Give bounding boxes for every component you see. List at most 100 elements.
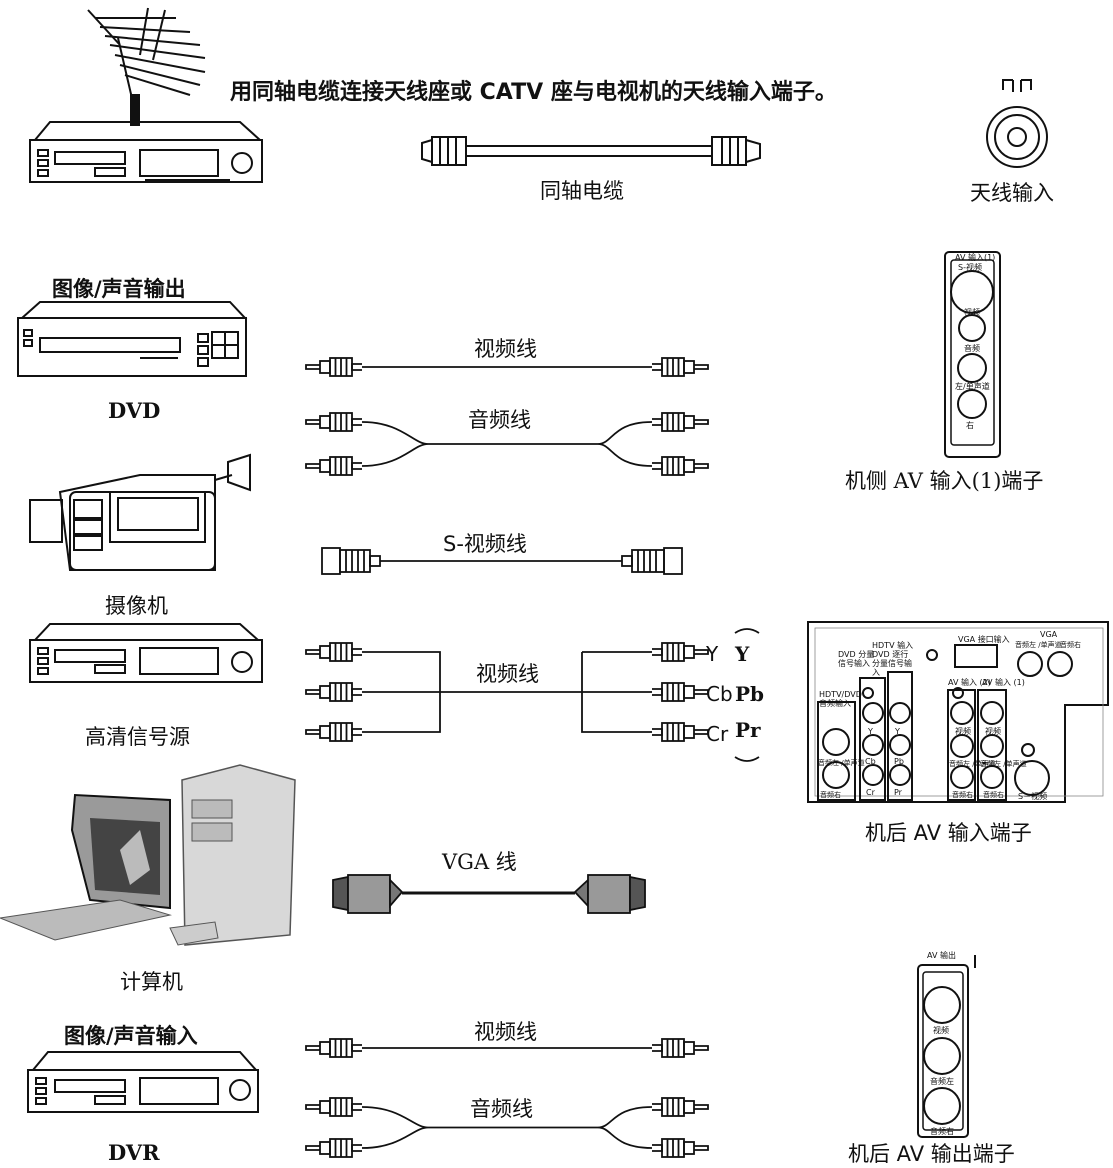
rca-plug-pin xyxy=(305,729,320,735)
rca-plug-pin xyxy=(694,1104,709,1110)
svideo-plug-left-neck xyxy=(369,555,381,567)
rca-plug-neck xyxy=(652,648,663,656)
rca-plug-shell xyxy=(683,360,695,374)
vcr-top-icon xyxy=(29,121,263,183)
rca-plug-pin xyxy=(694,1145,709,1151)
side-panel-video: 视频 xyxy=(964,308,980,317)
rca-plug-shell xyxy=(319,645,331,659)
rear-y-label-1: Y xyxy=(868,727,873,736)
rear-hdtv-dvd-audio-label: HDTV/DVD 音频输入 xyxy=(819,690,862,708)
rear-video-2-label: 视频 xyxy=(955,727,971,736)
rear-av-in-2-label: AV 输入 (2) xyxy=(948,678,991,687)
cable-s-video-label: S-视频线 xyxy=(443,532,527,556)
component-right-pb: Pb xyxy=(735,682,765,706)
side-panel-audio: 音频 xyxy=(964,344,980,353)
component-right-pr: Pr xyxy=(735,718,761,742)
rear-hdtv-input-label: HDTV 输入 xyxy=(872,641,914,650)
rca-plug-shell xyxy=(683,1100,695,1114)
vga-plug-left-body xyxy=(347,874,391,914)
audio-cable-1-left xyxy=(361,421,429,467)
rear-av-in-1-label: AV 输入 (1) xyxy=(982,678,1025,687)
rca-plug-pin xyxy=(305,1045,320,1051)
rca-plug-pin xyxy=(305,689,320,695)
rca-plug-neck xyxy=(652,1103,663,1111)
rca-plug-neck xyxy=(351,418,362,426)
pr-arc-bottom xyxy=(734,756,760,762)
rca-plug-shell xyxy=(683,415,695,429)
rear-pr-label: Pr xyxy=(894,788,902,797)
rca-plug-pin xyxy=(305,1104,320,1110)
rear-video-1-label: 视频 xyxy=(985,727,1001,736)
cable-video-2-label: 视频线 xyxy=(474,1020,537,1044)
svideo-plug-right-body xyxy=(631,549,665,573)
computer-label: 计算机 xyxy=(120,970,183,994)
antenna-input-label: 天线输入 xyxy=(970,181,1054,205)
antenna-icon xyxy=(87,7,206,126)
rca-plug-neck xyxy=(351,1144,362,1152)
rca-plug-neck xyxy=(652,418,663,426)
camcorder-icon xyxy=(29,453,251,571)
dvd-player-icon xyxy=(17,301,248,377)
vga-plug-right-tail xyxy=(573,877,589,909)
rear-dvd-progressive-label: DVD 逐行分量信号输入 xyxy=(872,650,912,677)
rca-plug-shell xyxy=(319,1041,331,1055)
rca-plug-neck xyxy=(351,688,362,696)
side-panel-title: 机侧 AV 输入(1)端子 xyxy=(845,469,1044,493)
audio-cable-2-left xyxy=(361,1106,429,1149)
rear-av-input-panel xyxy=(807,621,1109,803)
component-left-cr: Cr xyxy=(706,722,729,746)
rca-plug-neck xyxy=(652,363,663,371)
rca-plug-neck xyxy=(351,728,362,736)
computer-icon xyxy=(0,764,296,946)
rear-dvd-component-label: DVD 分量信号输入 xyxy=(838,650,875,668)
component-left-y: Y xyxy=(706,642,719,666)
antenna-input-icon xyxy=(986,79,1048,168)
side-panel-right: 右 xyxy=(966,421,974,430)
rca-plug-neck xyxy=(351,1103,362,1111)
rca-plug-neck xyxy=(652,462,663,470)
cable-audio-1-label: 音频线 xyxy=(468,408,531,432)
audio-cable-2-right xyxy=(597,1106,653,1149)
rear-audio-left-1: 音频左 /单声道 xyxy=(818,759,865,767)
rca-plug-shell xyxy=(683,1141,695,1155)
component-cable xyxy=(362,651,652,733)
rca-plug-neck xyxy=(652,728,663,736)
rca-plug-neck xyxy=(652,1044,663,1052)
rear-audio-right-1: 音频右 xyxy=(820,791,841,799)
rear-vga-audio-right: 音频右 xyxy=(1060,641,1081,649)
rear-vga-audio-left: 音频左 /单声道 xyxy=(1015,641,1062,649)
rca-plug-pin xyxy=(694,364,709,370)
hd-source-icon xyxy=(29,623,263,683)
rca-plug-neck xyxy=(351,363,362,371)
rca-plug-shell xyxy=(319,1100,331,1114)
cable-component-label: 视频线 xyxy=(476,662,539,686)
y-arc-top xyxy=(734,628,760,634)
svideo-plug-left-body xyxy=(339,549,371,573)
rca-plug-shell xyxy=(319,415,331,429)
vga-plug-right-body xyxy=(587,874,631,914)
camcorder-label: 摄像机 xyxy=(105,594,168,618)
dvd-label: DVD xyxy=(108,398,161,423)
rear-audio-left-2: 音频左 /单声道 xyxy=(949,760,996,768)
rca-plug-pin xyxy=(694,649,709,655)
rca-plug-neck xyxy=(652,688,663,696)
rca-plug-shell xyxy=(683,645,695,659)
rca-plug-neck xyxy=(652,1144,663,1152)
svideo-plug-right-neck xyxy=(621,555,633,567)
rca-plug-pin xyxy=(694,463,709,469)
av-output-heading: 图像/声音输出 xyxy=(52,277,186,301)
coax-cable-icon xyxy=(421,136,761,166)
rear-cr-label: Cr xyxy=(866,788,875,797)
rear-audio-right-3: 音频右 xyxy=(983,791,1004,799)
rear-cb-label: Cb xyxy=(865,757,876,766)
dvr-label: DVR xyxy=(108,1140,160,1165)
rear-vga-label: VGA xyxy=(1040,630,1058,639)
rear-audio-right-2: 音频右 xyxy=(952,791,973,799)
rear-vga-port-label: VGA 接口输入 xyxy=(958,635,1010,644)
output-panel-audio-right: 音频右 xyxy=(930,1127,954,1136)
cable-video-1-label: 视频线 xyxy=(474,337,537,361)
rca-plug-shell xyxy=(683,459,695,473)
output-panel-header: AV 输出 xyxy=(927,951,956,960)
component-left-cb: Cb xyxy=(706,682,733,706)
